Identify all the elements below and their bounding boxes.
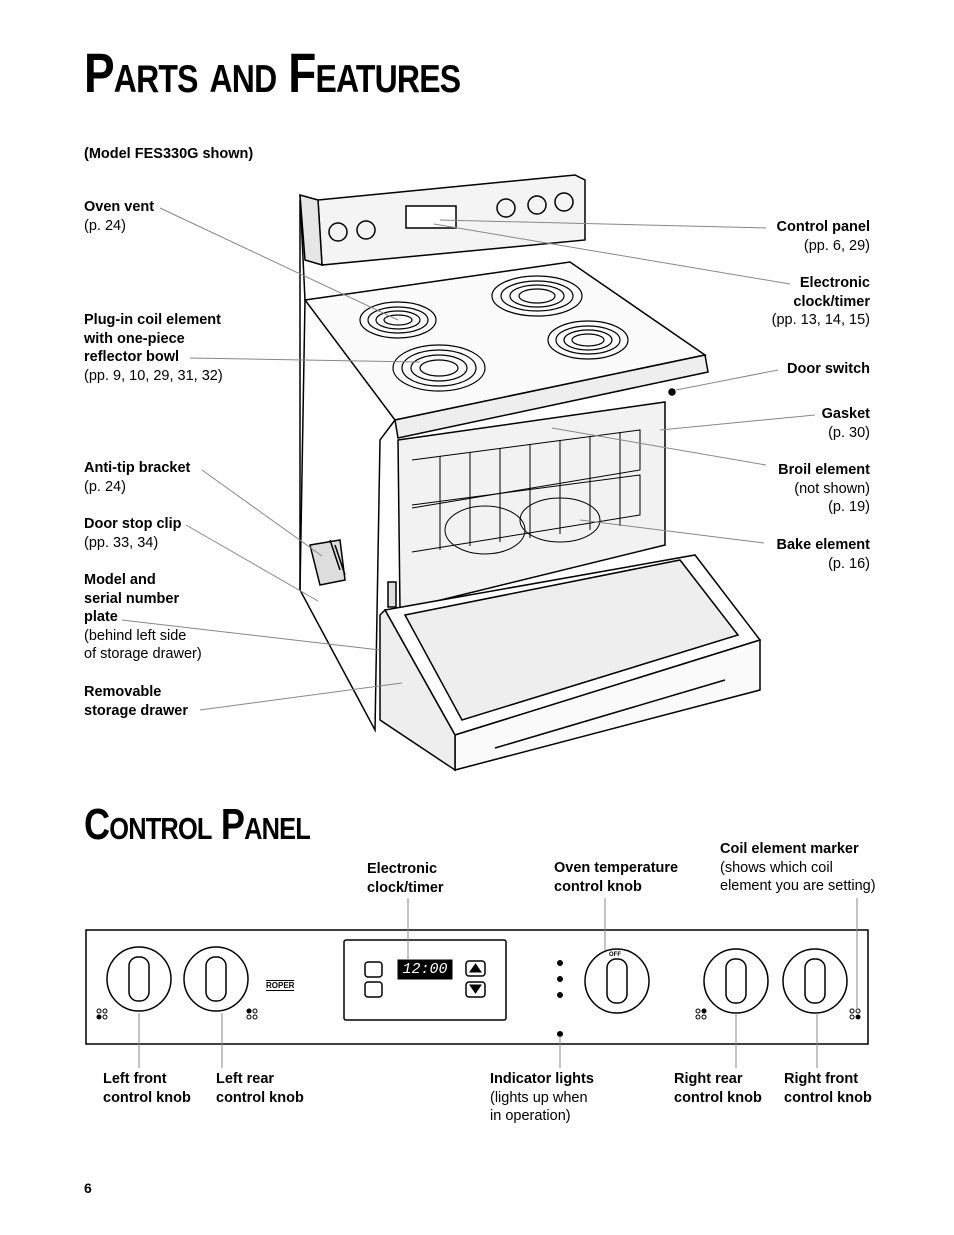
- label-control-panel: Control panel(pp. 6, 29): [776, 219, 870, 254]
- left-front-knob: [106, 946, 172, 1012]
- model-note: (Model FES330G shown): [84, 146, 254, 162]
- brand-logo: ROPER: [266, 980, 295, 991]
- label-door-stop-clip: Door stop clip(pp. 33, 34): [84, 516, 182, 551]
- label-oven-vent: Oven vent(p. 24): [84, 199, 155, 234]
- page-title: Parts and Features: [84, 41, 461, 104]
- label-broil-element: Broil element(not shown)(p. 19): [778, 462, 870, 515]
- label-gasket: Gasket(p. 30): [821, 406, 870, 441]
- left-rear-knob: [183, 946, 249, 1012]
- off-label: OFF: [609, 952, 621, 958]
- right-rear-knob: [703, 948, 769, 1014]
- clock-display: 12:00: [402, 961, 448, 978]
- label-anti-tip-bracket: Anti-tip bracket(p. 24): [84, 460, 191, 495]
- right-front-knob: [782, 948, 848, 1014]
- oven-temp-knob: [584, 948, 650, 1014]
- section-title: Control Panel: [84, 800, 311, 849]
- page-number: 6: [84, 1180, 92, 1196]
- label-bake-element: Bake element(p. 16): [776, 537, 871, 572]
- label-door-switch: Door switch: [787, 361, 870, 377]
